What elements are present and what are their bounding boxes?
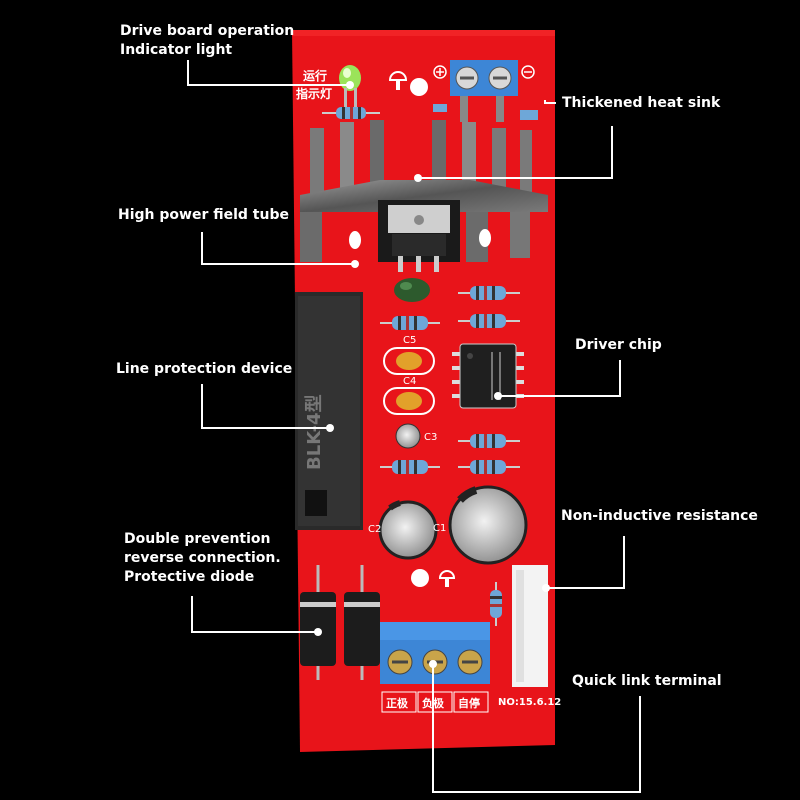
quick-link-terminal [380,622,490,684]
mounting-hole [410,78,428,96]
terminal-label-positive: 正极 [386,696,409,710]
callout-diode-line2: reverse connection. [124,550,281,566]
protector-marking: BLK-4型 [303,394,325,470]
label-c1: C1 [433,523,446,534]
callout-line-diode [191,596,318,633]
callout-lines [187,60,641,793]
callout-line-resistor [546,536,625,589]
label-c4: C4 [403,376,416,387]
label-c2: C2 [368,524,381,535]
indicator-text-line1: 运行 [303,68,327,83]
callout-high-power-field-tube: High power field tube [118,207,289,223]
screw-icon [388,71,408,90]
ceramic-capacitor-c5: C5 [383,335,435,375]
power-terminal-top [433,60,535,122]
callout-quick-link-terminal: Quick link terminal [572,673,722,689]
callout-diode-line3: Protective diode [124,569,255,585]
callout-line-protector [201,384,330,429]
callout-drive-board-line1: Drive board operation [120,23,295,39]
callout-line-heatsink-a [544,100,556,104]
smd-part [520,110,538,120]
label-c3: C3 [424,432,437,443]
non-inductive-resistor [490,565,548,687]
callout-line-field-tube [201,232,355,265]
board-version: NO:15.6.12 [498,697,561,708]
driver-chip [452,343,524,409]
capacitor-c3: C3 [395,423,437,449]
electrolytic-capacitor-c1: C1 [433,485,528,565]
callout-line-heatsink [418,126,613,179]
mosfet [349,200,491,272]
resistor-top [322,107,380,119]
heat-sink [300,120,548,262]
protective-diode-2 [344,565,380,680]
resistor-array [380,286,520,474]
callout-line-driver-chip [498,360,621,397]
green-capacitor [394,278,430,302]
mounting-hole [411,569,429,587]
smd-part [433,104,447,112]
callout-non-inductive-resistance: Non-inductive resistance [561,508,758,524]
callout-driver-chip: Driver chip [575,337,662,353]
line-protection-device: BLK-4型 [295,292,363,530]
ceramic-capacitor-c4: C4 [383,376,435,415]
callout-diode-line1: Double prevention [124,531,271,547]
callout-dots [314,81,550,668]
callout-drive-board-line2: Indicator light [120,42,233,58]
screw-icon [438,570,456,587]
callout-line-terminal [432,664,641,793]
callout-line-indicator [187,60,350,86]
callout-line-protection-device: Line protection device [116,361,293,377]
callout-thickened-heat-sink: Thickened heat sink [562,95,721,111]
callout-double-prevention-diode: Double prevention reverse connection. Pr… [124,530,281,587]
label-c5: C5 [403,335,416,346]
electrolytic-capacitor-c2: C2 [368,500,438,560]
indicator-text-line2: 指示灯 [296,86,332,101]
terminal-label-autostop: 自停 [458,696,480,710]
callout-drive-board-indicator: Drive board operation Indicator light [120,22,294,60]
indicator-silkscreen: 运行 指示灯 [296,68,332,101]
